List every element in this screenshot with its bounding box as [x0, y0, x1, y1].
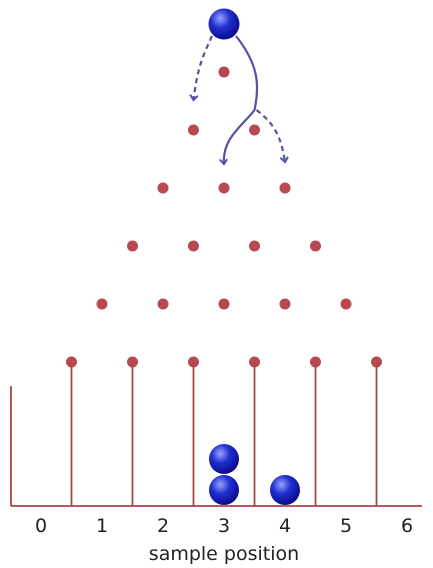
peg: [157, 182, 169, 194]
bin-label: 6: [401, 515, 413, 537]
peg: [188, 240, 199, 252]
peg: [188, 124, 199, 136]
bin-label: 1: [96, 515, 108, 537]
axis-label: sample position: [149, 543, 299, 565]
peg: [249, 240, 260, 252]
bin-label: 2: [157, 515, 169, 537]
path-alternative: [255, 109, 286, 162]
bin-label: 4: [279, 515, 291, 537]
ball: [208, 8, 240, 40]
bin-label: 5: [340, 515, 352, 537]
peg: [218, 298, 230, 310]
peg: [279, 182, 291, 194]
peg-grid: [66, 66, 382, 368]
bin-label: 3: [218, 515, 230, 537]
collected-balls: [209, 444, 300, 505]
peg: [157, 298, 169, 310]
peg: [127, 240, 138, 252]
ball: [209, 475, 239, 505]
bin-labels: 0 1 2 3 4 5 6: [35, 515, 413, 537]
peg: [340, 298, 352, 310]
peg: [310, 240, 321, 252]
peg: [249, 124, 260, 136]
path-taken: [224, 35, 259, 164]
peg: [96, 298, 108, 310]
peg: [218, 182, 230, 194]
bin-walls: [10, 362, 422, 507]
ball: [209, 444, 239, 474]
dropping-ball: [208, 8, 240, 40]
path-alternative: [194, 35, 214, 100]
peg: [279, 298, 291, 310]
ball-path-arrows: [194, 35, 286, 164]
bin-label: 0: [35, 515, 47, 537]
ball: [270, 475, 300, 505]
peg: [218, 66, 230, 78]
